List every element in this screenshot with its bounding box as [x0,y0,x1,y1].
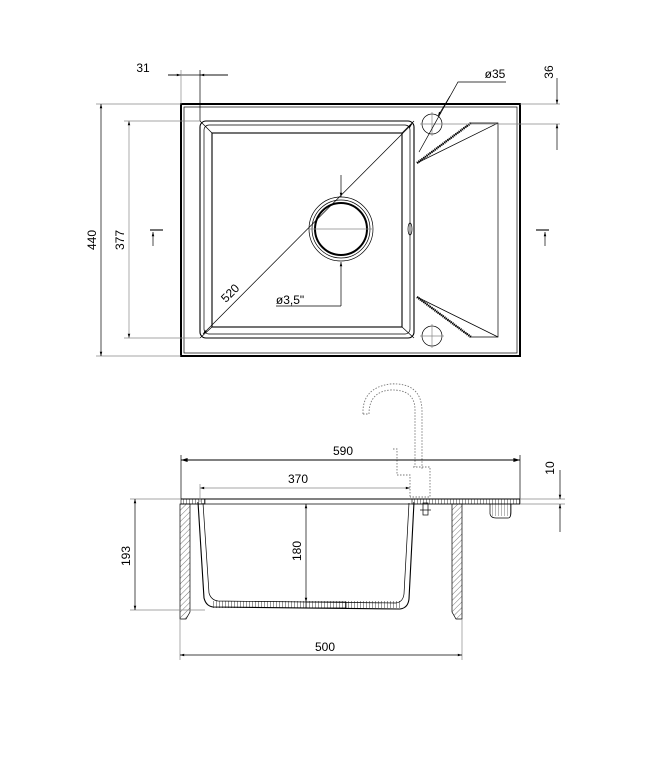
cabinet-wall-right [451,503,463,620]
faucet-outline [362,383,431,498]
top-view [96,70,560,357]
dim-label-bowl-depth: 377 [113,230,127,250]
drainboard [416,121,499,339]
bowl-diagonal-dimension-line [202,123,413,335]
cabinet-wall-left [179,503,191,620]
dim-label-bowl-height: 180 [290,541,304,561]
dim-label-cabinet-width: 500 [315,640,335,654]
drain-hole [276,175,374,307]
dim-label-overall-height: 193 [119,546,133,566]
dim-label-overall-width: 590 [333,444,353,458]
bowl-section [197,501,415,610]
section-marker-right [536,229,549,246]
section-marker-left [150,229,163,246]
tap-hole-top [420,112,444,136]
dim-label-overall-depth: 440 [85,230,99,250]
dim-label-tap-hole-diameter: ø35 [485,67,506,81]
dim-label-tap-hole-offset: 36 [542,65,556,79]
sink-outer-rim [180,103,521,357]
dim-label-rim-offset: 31 [136,61,150,75]
dim-label-drain-diameter: ø3,5" [276,293,304,307]
dim-label-rim-thickness: 10 [543,461,557,475]
side-view [130,383,565,660]
tap-hole-bottom [420,324,444,348]
dim-label-bowl-width: 370 [288,472,308,486]
dim-label-bowl-diagonal: 520 [218,281,242,305]
